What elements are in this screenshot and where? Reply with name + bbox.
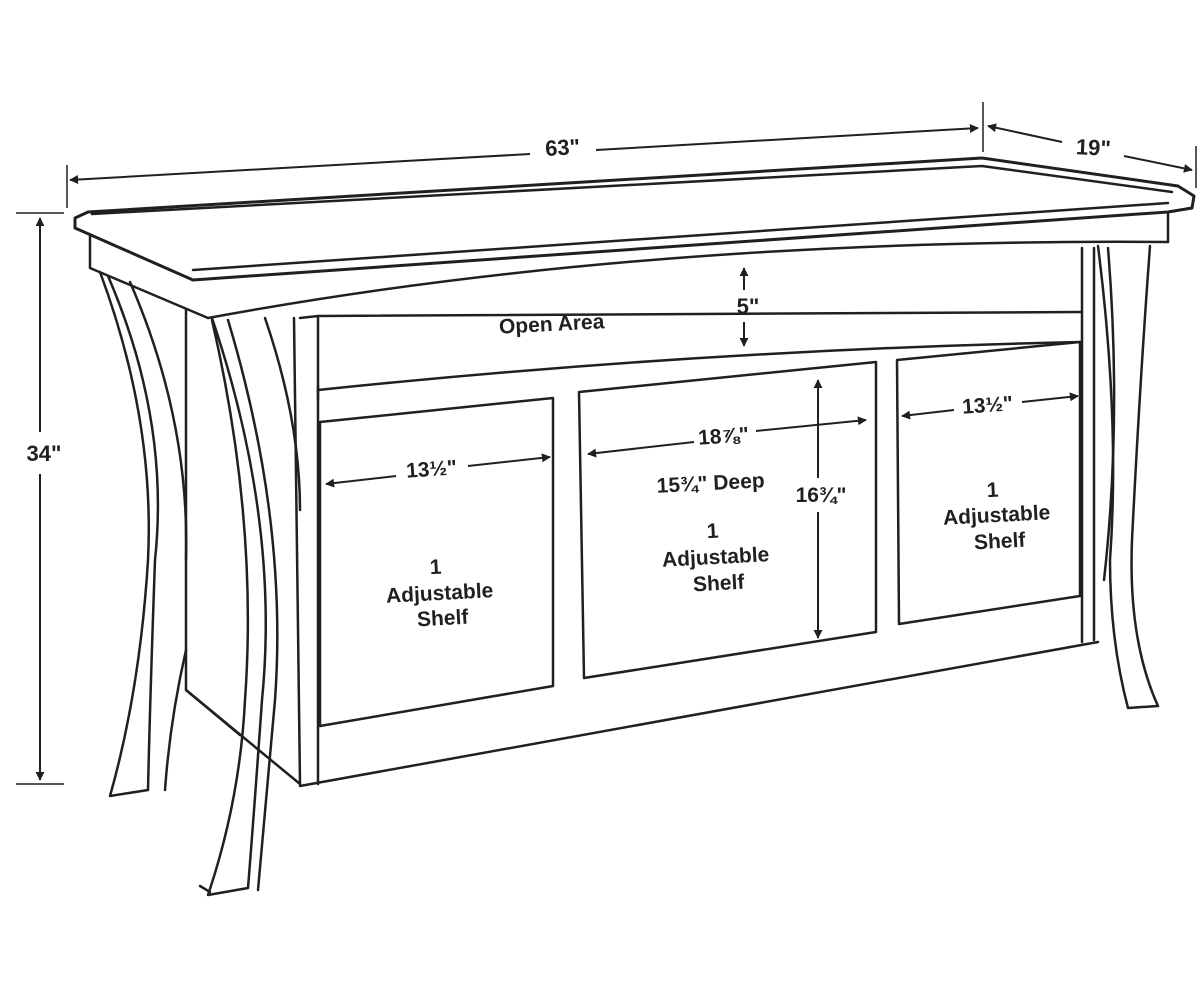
center-height-label: 16¾" [796, 484, 847, 507]
depth-label: 19" [1075, 134, 1111, 161]
depth-dimension-line-right [1123, 155, 1193, 173]
center-door-panel [577, 360, 878, 680]
center-depth-label: 15¾" Deep [656, 469, 765, 498]
right-door-panel [895, 340, 1082, 626]
left-end-panel [184, 308, 302, 786]
left-shelf-line2: Shelf [416, 606, 469, 632]
extension-lines [16, 102, 1197, 785]
left-shelf-count: 1 [429, 556, 442, 580]
depth-dimension-line-left [987, 123, 1063, 143]
left-door-panel [318, 396, 555, 728]
labels: 63" 19" 34" 5" Open Area 13½" 1 Adjustab… [27, 134, 1112, 631]
left-shelf-line1: Adjustable [385, 579, 493, 608]
center-width-label: 18⅞" [697, 423, 749, 449]
rear-left-leg [98, 270, 188, 798]
width-dimension-line-left [69, 153, 531, 185]
left-width-dimension-line-left [325, 475, 397, 488]
left-width-dimension-line-right [467, 453, 551, 467]
center-shelf-line1: Adjustable [661, 543, 769, 572]
front-left-leg [198, 316, 302, 897]
center-width-dimension-line-right [755, 416, 867, 432]
center-width-dimension-line-left [587, 441, 695, 458]
table-top [73, 156, 1196, 282]
front-right-leg [1080, 244, 1160, 710]
right-shelf-count: 1 [986, 479, 999, 503]
right-width-dimension-line-left [901, 409, 955, 420]
right-shelf-line2: Shelf [973, 529, 1026, 555]
apron [88, 210, 1170, 320]
open-area-label: Open Area [498, 310, 605, 339]
right-width-dimension-line-right [1021, 392, 1079, 403]
right-width-label: 13½" [961, 392, 1013, 418]
front-case [298, 310, 1100, 788]
center-shelf-count: 1 [706, 520, 719, 544]
dimension-lines [35, 123, 1193, 781]
width-label: 63" [544, 134, 580, 161]
open-area-height-label: 5" [737, 294, 760, 319]
center-shelf-line2: Shelf [692, 571, 745, 597]
height-label: 34" [27, 441, 62, 466]
right-shelf-line1: Adjustable [942, 501, 1050, 530]
width-dimension-line-right [595, 123, 979, 151]
left-width-label: 13½" [405, 456, 457, 482]
